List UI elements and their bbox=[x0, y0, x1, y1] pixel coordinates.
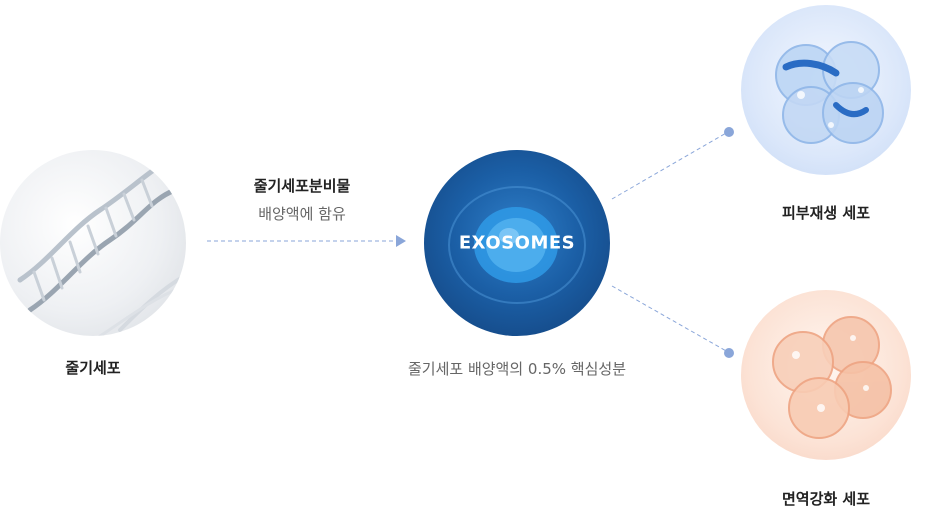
skin-cell-image bbox=[741, 5, 911, 175]
immune-cell-image bbox=[741, 290, 911, 460]
skin-cell-label: 피부재생 세포 bbox=[781, 204, 871, 222]
dna-icon bbox=[17, 157, 186, 336]
blue-cell-cluster-icon bbox=[775, 41, 884, 144]
stem-cell-image bbox=[0, 150, 186, 336]
exosome-image: EXOSOMES bbox=[424, 150, 610, 336]
arrow-head-icon bbox=[396, 235, 406, 247]
orange-cell-cluster-icon bbox=[772, 316, 892, 439]
immune-connector-dot bbox=[724, 348, 734, 358]
stem-cell-label: 줄기세포 bbox=[65, 359, 121, 377]
secretion-subtitle: 배양액에 함유 bbox=[258, 205, 346, 223]
immune-cell-label: 면역강화 세포 bbox=[781, 490, 871, 508]
skin-connector-dot bbox=[724, 127, 734, 137]
secretion-title: 줄기세포분비물 bbox=[253, 177, 351, 195]
exosome-to-skin-line bbox=[611, 131, 729, 200]
exosome-label: EXOSOMES bbox=[458, 232, 576, 254]
exosome-caption: 줄기세포 배양액의 0.5% 핵심성분 bbox=[407, 360, 627, 378]
exosome-cell-icon bbox=[448, 186, 586, 304]
exosome-to-immune-line bbox=[611, 285, 729, 353]
